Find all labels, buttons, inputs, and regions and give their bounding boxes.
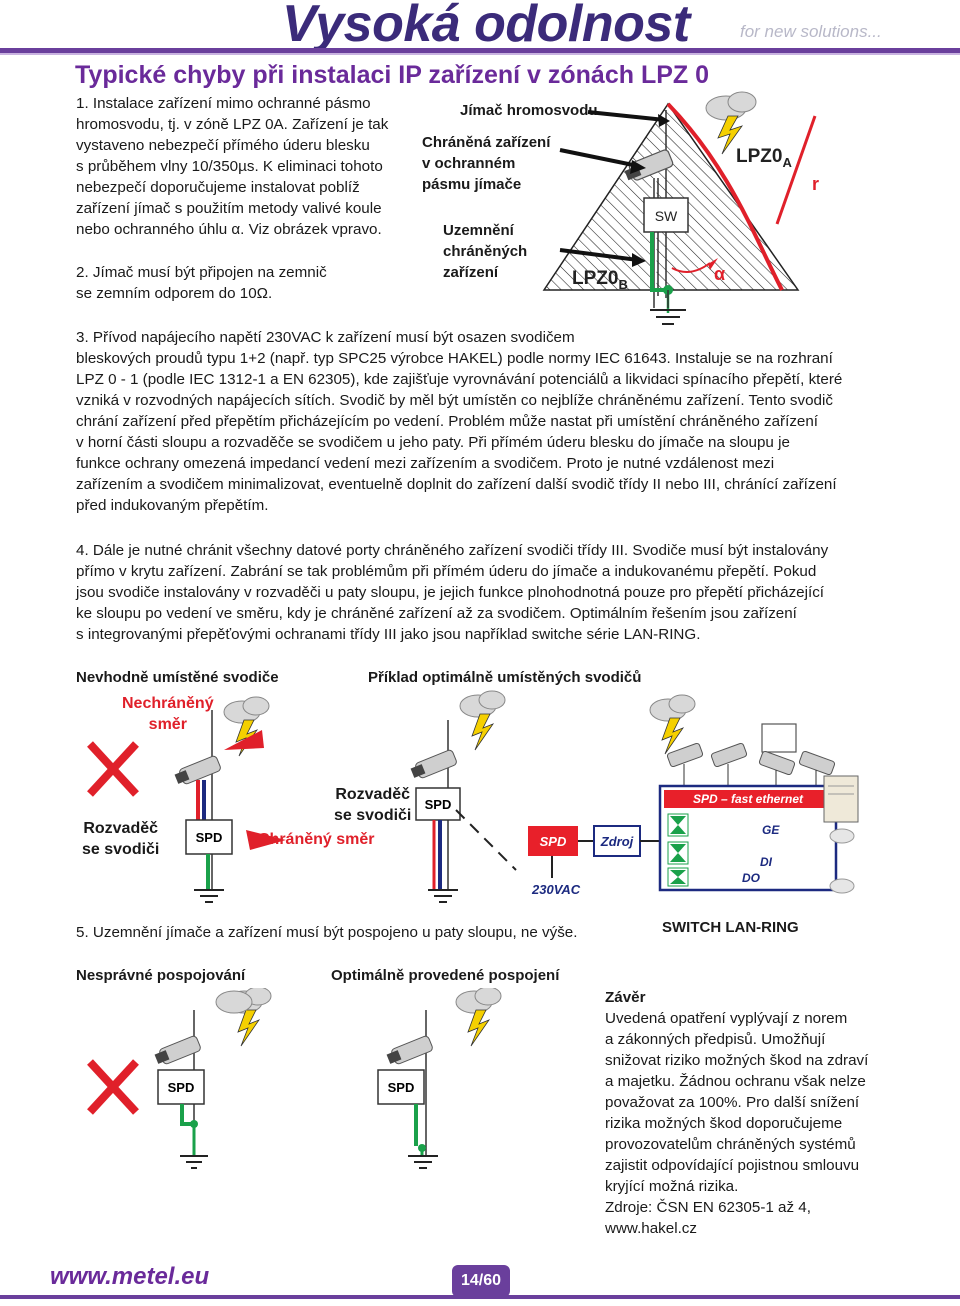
hakel-link[interactable]: www.hakel.cz: [605, 1220, 697, 1237]
lightning-cloud-icon: [705, 91, 757, 155]
sensor-icon: [829, 828, 855, 894]
heading-bad-placement: Nevhodně umístěné svodiče: [76, 669, 279, 686]
section-4-line: jsou svodiče instalovány v rozvaděči u p…: [76, 584, 825, 601]
lightning-cloud-icon: [223, 696, 270, 757]
svg-text:DO: DO: [742, 871, 761, 885]
section-3-line: zařízením a svodičem minimalizovat, even…: [76, 476, 837, 493]
spd-fast-ethernet-bar: [664, 790, 832, 808]
label-protected-direction: Chráněný směr: [258, 831, 375, 848]
svg-text:Zdroj: Zdroj: [600, 834, 634, 849]
svg-text:SPD – fast ethernet: SPD – fast ethernet: [693, 792, 804, 806]
label-switch-lan-ring: SWITCH LAN-RING: [662, 919, 799, 936]
radius-line: [775, 115, 817, 225]
label-lightning-rod: Jímač hromosvodu: [460, 102, 598, 119]
power-supply-box: [593, 825, 641, 857]
rolling-sphere-arc: [666, 102, 784, 291]
section-3-line: bleskových proudů typu 1+2 (např. typ SP…: [76, 350, 833, 367]
sw-label: SW: [655, 208, 678, 224]
section-3-line: chrání zařízení před přepětím přicházejí…: [76, 413, 819, 430]
section-1-line: vystaveno nebezpečí přímého úderu blesku: [76, 137, 370, 154]
header-rule: [0, 48, 960, 53]
section-3-line: před indukovaným přepětím.: [76, 497, 269, 514]
alpha-label: α: [714, 264, 725, 284]
spd-placement-diagram: SPD SPD SPD Zdroj 230VAC: [87, 690, 859, 903]
header-rule-light: [0, 53, 960, 55]
section-3-line: LPZ 0 - 1 (podle IEC 1312-1 a EN 62305),…: [76, 371, 843, 388]
section-1-line: nebo ochranného úhlu α. Viz obrázek vpra…: [76, 221, 382, 238]
section-4-line: ke sloupu po vedení ve směru, kdy je chr…: [76, 605, 797, 622]
svg-text:GE: GE: [762, 823, 780, 837]
spd-box: [157, 1069, 205, 1105]
label-arrows: [559, 110, 670, 267]
label-unprotected-direction: Nechráněný směr: [122, 695, 214, 733]
camera-group-icon: [666, 742, 836, 776]
label-cabinet-left: Rozvaděč se svodiči: [82, 820, 160, 858]
section-1-line: 1. Instalace zařízení mimo ochranné pásm…: [76, 95, 371, 112]
svg-text:SPD: SPD: [425, 797, 452, 812]
section-3-line: 3. Přívod napájecího napětí 230VAC k zař…: [76, 329, 575, 346]
protection-zone-diagram: SW LPZ0A LPZ0B α r: [542, 91, 819, 325]
lightning-cloud-icon: [649, 694, 696, 755]
vac-label: 230VAC: [531, 882, 581, 897]
spd-box: [415, 787, 461, 821]
conclusion: Závěr Uvedená opatření vyplývají z norem…: [605, 987, 887, 1239]
section-3: 3. Přívod napájecího napětí 230VAC k zař…: [76, 327, 884, 516]
camera-icon: [174, 755, 221, 785]
heading-wrong-bonding: Nesprávné pospojování: [76, 967, 246, 984]
protection-element-icon: [667, 813, 689, 887]
zone-a-label: LPZ0A: [736, 146, 792, 170]
radius-label: r: [812, 174, 819, 194]
svg-text:DI: DI: [760, 855, 773, 869]
label-protected-devices: Chráněná zařízení v ochranném pásmu jíma…: [422, 134, 551, 193]
section-2: 2. Jímač musí být připojen na zemnič se …: [76, 262, 416, 304]
zone-b-label: LPZ0B: [572, 268, 628, 292]
junction-box: [761, 723, 797, 753]
page-title: Typické chyby při instalaci IP zařízení …: [75, 61, 710, 89]
svg-text:SPD: SPD: [168, 1080, 195, 1095]
section-4-line: 4. Dále je nutné chránit všechny datové …: [76, 542, 829, 559]
camera-icon: [154, 1035, 201, 1065]
section-1-line: zařízení jímač s použitím metody valivé …: [76, 200, 382, 217]
heading-good-placement: Příklad optimálně umístěných svodičů: [368, 669, 642, 686]
section-4-line: přímo v krytu zařízení. Zabrání se tak p…: [76, 563, 817, 580]
camera-icon: [410, 749, 457, 779]
label-cabinet-mid: Rozvaděč se svodiči: [334, 786, 412, 824]
bonding-diagram: SPD SPD: [87, 988, 502, 1169]
footer-rule: [0, 1295, 960, 1299]
section-3-line: v horní části sloupu a rozvaděče se svod…: [76, 434, 790, 451]
lightning-cloud-icon: [215, 990, 253, 1014]
section-3-line: vzniká v rozvodných napájecích sítích. S…: [76, 392, 833, 409]
svg-text:SPD: SPD: [388, 1080, 415, 1095]
brand-title: Vysoká odolnost: [282, 0, 690, 53]
section-2-line: 2. Jímač musí být připojen na zemnič: [76, 264, 327, 281]
server-icon: [823, 775, 859, 823]
footer-url[interactable]: www.metel.eu: [50, 1263, 210, 1290]
section-3-line: funkce ochrany omezená impedancí vedení …: [76, 455, 775, 472]
conclusion-heading: Závěr: [605, 989, 646, 1006]
spd-box: [185, 819, 233, 855]
section-1-line: nebezpečí doporučujeme instalovat poblíž: [76, 179, 360, 196]
section-4: 4. Dále je nutné chránit všechny datové …: [76, 540, 884, 645]
camera-icon: [386, 1035, 433, 1065]
wrong-cross-icon: [87, 741, 139, 797]
lightning-cloud-icon: [455, 988, 502, 1047]
svg-text:SPD: SPD: [196, 830, 223, 845]
section-2-line: se zemním odporem do 10Ω.: [76, 285, 273, 302]
label-grounding: Uzemnění chráněných zařízení: [443, 222, 528, 281]
heading-optimal-bonding: Optimálně provedené pospojení: [331, 967, 560, 984]
wrong-cross-icon: [87, 1059, 139, 1115]
section-5-text: 5. Uzemnění jímače a zařízení musí být p…: [76, 924, 578, 941]
section-1: 1. Instalace zařízení mimo ochranné pásm…: [76, 93, 416, 240]
spd-box: [377, 1069, 425, 1105]
tagline: for new solutions...: [740, 22, 882, 41]
switch-box: [643, 197, 689, 233]
spd-red-box: [528, 826, 578, 856]
section-1-line: s průběhem vlny 10/350µs. K eliminaci to…: [76, 158, 383, 175]
section-1-line: hromosvodu, tj. v zóně LPZ 0A. Zařízení …: [76, 116, 389, 133]
svg-text:SPD: SPD: [540, 834, 567, 849]
lightning-cloud-icon: [459, 690, 506, 751]
page-number: 14/60: [452, 1265, 510, 1297]
section-4-line: s integrovanými přepěťovými ochranami tř…: [76, 626, 701, 643]
